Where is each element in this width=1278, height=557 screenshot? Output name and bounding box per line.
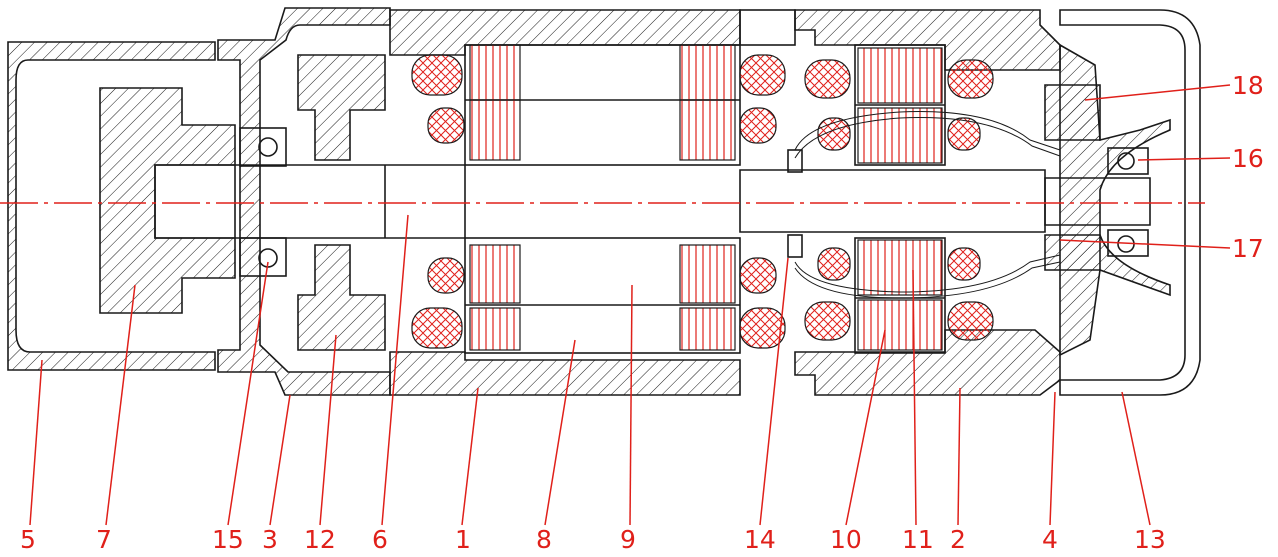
rear-cover xyxy=(1059,9,1201,396)
left-end-cap xyxy=(7,41,216,371)
label-part-5: 5 xyxy=(20,525,36,554)
label-part-2: 2 xyxy=(950,525,966,554)
label-part-15: 15 xyxy=(212,525,244,554)
label-part-8: 8 xyxy=(536,525,552,554)
label-part-17: 17 xyxy=(1232,234,1264,263)
label-part-18: 18 xyxy=(1232,71,1264,100)
label-part-12: 12 xyxy=(304,525,336,554)
main-shaft xyxy=(154,164,1151,239)
label-part-13: 13 xyxy=(1134,525,1166,554)
leader-lines xyxy=(29,84,1231,526)
coupling xyxy=(99,87,236,314)
main-housing xyxy=(389,9,741,396)
label-part-6: 6 xyxy=(372,525,388,554)
label-part-14: 14 xyxy=(744,525,776,554)
stator-core xyxy=(464,44,741,354)
resolver-stator xyxy=(804,44,994,354)
right-bearing-housing xyxy=(1044,43,1171,357)
sensor-wiring xyxy=(787,111,1061,299)
middle-end-windings xyxy=(739,54,786,349)
label-part-10: 10 xyxy=(830,525,862,554)
label-part-11: 11 xyxy=(902,525,934,554)
label-part-7: 7 xyxy=(96,525,112,554)
left-end-windings xyxy=(411,54,465,349)
label-part-9: 9 xyxy=(620,525,636,554)
label-part-4: 4 xyxy=(1042,525,1058,554)
label-part-16: 16 xyxy=(1232,144,1264,173)
label-part-1: 1 xyxy=(455,525,471,554)
left-bearing-top xyxy=(239,127,287,167)
left-flange xyxy=(217,7,391,396)
label-part-3: 3 xyxy=(262,525,278,554)
fan-impeller xyxy=(297,54,386,351)
part-number-labels: 5 7 15 3 12 6 1 8 9 14 10 11 2 4 13 18 1… xyxy=(20,71,1264,554)
